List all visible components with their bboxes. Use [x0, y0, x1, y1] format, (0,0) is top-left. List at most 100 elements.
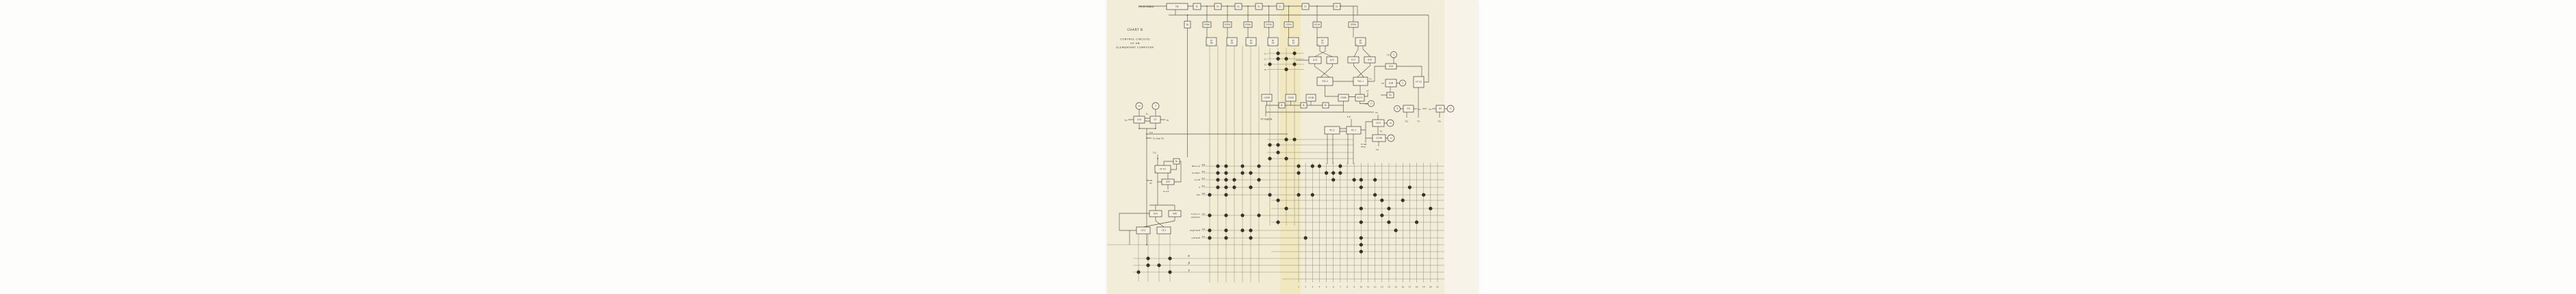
- box-outline-G71: [1347, 56, 1359, 64]
- signal-label: TS₁: [1437, 120, 1442, 123]
- wire-junction: [1146, 133, 1147, 135]
- box-outline-G73: [1308, 56, 1322, 64]
- box-outline-D4: [1184, 21, 1191, 29]
- box-outline-G32A: [1284, 21, 1294, 28]
- box-label-CY2: CY-2: [1141, 229, 1146, 232]
- row-code: 001: [1202, 170, 1206, 173]
- box-label2-FF33: 33: [1272, 42, 1275, 44]
- matrix-dot: [1249, 236, 1253, 240]
- matrix-dot: [1216, 164, 1220, 168]
- matrix-dot: [1276, 51, 1280, 55]
- box-outline-G31B: [1305, 94, 1316, 102]
- grid-column-number: 18: [1416, 286, 1418, 289]
- box-G33A: G33A: [1264, 21, 1274, 28]
- grid-column-number: 15: [1394, 286, 1397, 289]
- box-label-G1A: G1A: [1389, 65, 1394, 68]
- box-label-FF35: FF: [1231, 39, 1234, 42]
- box-outline-G3: [1403, 105, 1414, 113]
- box-label2-FF32: 32: [1292, 42, 1295, 44]
- box-outline-G30B: [1338, 94, 1349, 102]
- box-label-G72: G72: [1330, 59, 1334, 62]
- matrix-dot: [1208, 193, 1212, 197]
- box-G40: G40: [1168, 210, 1182, 217]
- box-label-FF36: FF: [1210, 39, 1213, 42]
- box-label-D1e: D₁: [1279, 5, 1282, 8]
- row-label: U: [1199, 186, 1200, 189]
- ff-reset-mark: r: [1255, 44, 1256, 46]
- box-label-D1g: D₁: [1336, 5, 1338, 8]
- box-label-FF31: FF: [1321, 39, 1324, 42]
- box-label-D1j: D₁: [1325, 104, 1327, 107]
- matrix-dot: [1249, 185, 1253, 189]
- box-outline-G19: [1372, 119, 1385, 127]
- signal-label: α: [1188, 254, 1190, 258]
- box-G5: G5: [1435, 105, 1445, 113]
- right-margin: [1444, 0, 1478, 294]
- box-label-D4: D₄: [1186, 23, 1189, 26]
- box-G13B: G13B: [1372, 134, 1386, 142]
- box-label-G33A: G33A: [1266, 23, 1272, 26]
- matrix-dot: [1216, 178, 1220, 182]
- ff-set-mark: s: [1156, 171, 1157, 173]
- box-label-DB: Dʙ: [1175, 5, 1178, 8]
- box-label-PC1: PC-1: [1351, 129, 1356, 132]
- box-outline-PC1: [1346, 126, 1362, 135]
- box-label2-FF31: 31: [1321, 42, 1324, 44]
- box-label-G34A: G34A: [1245, 23, 1251, 26]
- box-G36A: G36A: [1202, 21, 1212, 28]
- matrix-dot: [1331, 171, 1336, 175]
- ff-set-mark: s: [1247, 44, 1248, 46]
- ff-set-mark: s: [1356, 44, 1357, 46]
- matrix-dot: [1284, 57, 1288, 61]
- matrix-dot: [1387, 206, 1391, 211]
- matrix-dot: [1168, 270, 1172, 274]
- matrix-dot: [1297, 193, 1301, 197]
- signal-label: Fo: [1370, 78, 1372, 81]
- matrix-dot: [1216, 185, 1220, 189]
- row-label: Add: [1197, 193, 1201, 196]
- box-label-FF33: FF: [1272, 39, 1275, 42]
- matrix-dot: [1359, 236, 1363, 240]
- wire-right-cluster: [1265, 57, 1448, 118]
- box-label-FF34: FF: [1250, 39, 1253, 42]
- matrix-dot: [1257, 213, 1261, 217]
- matrix-dot: [1224, 178, 1228, 182]
- matrix-dot: [1249, 171, 1253, 175]
- matrix-dot: [1284, 206, 1288, 211]
- matrix-dot: [1297, 164, 1301, 168]
- box-G32B: G32B: [1285, 94, 1297, 102]
- circle-outline-c10: [1135, 102, 1143, 110]
- circle-outline-c13: [1387, 134, 1395, 142]
- wire-junction: [1146, 244, 1147, 245]
- box-outline-FF34: [1245, 37, 1257, 46]
- matrix-dot: [1224, 171, 1228, 175]
- circle-c1b: 1: [1399, 79, 1406, 87]
- box-G7: G7: [1149, 116, 1161, 124]
- box-outline-D1h: [1278, 102, 1286, 109]
- matrix-dot: [1168, 256, 1172, 260]
- matrix-dot: [1232, 178, 1236, 182]
- signal-label: γ: [1188, 269, 1190, 272]
- circle-label-c17: 17: [1370, 103, 1372, 105]
- box-label-FFTS: FF TS: [1416, 81, 1421, 83]
- circle-outline-c1b: [1399, 79, 1406, 87]
- box-outline-TSC2: [1316, 77, 1333, 86]
- box-outline-D1j: [1322, 102, 1329, 109]
- box-outline-G35A: [1223, 21, 1232, 28]
- box-G31B: G31B: [1305, 94, 1316, 102]
- box-outline-G72: [1326, 56, 1338, 64]
- box-G72: G72: [1326, 56, 1338, 64]
- matrix-dot: [1292, 62, 1297, 66]
- matrix-dot: [1268, 62, 1272, 66]
- box-label-TSC2: TSC-2: [1321, 80, 1328, 83]
- box-G30B: G30B: [1338, 94, 1349, 102]
- box-G31A: G31A: [1312, 21, 1322, 28]
- matrix-dot: [1240, 171, 1245, 175]
- matrix-dot: [1394, 228, 1398, 232]
- box-label-G17C: G17C: [1357, 96, 1363, 99]
- matrix-dot: [1414, 220, 1419, 224]
